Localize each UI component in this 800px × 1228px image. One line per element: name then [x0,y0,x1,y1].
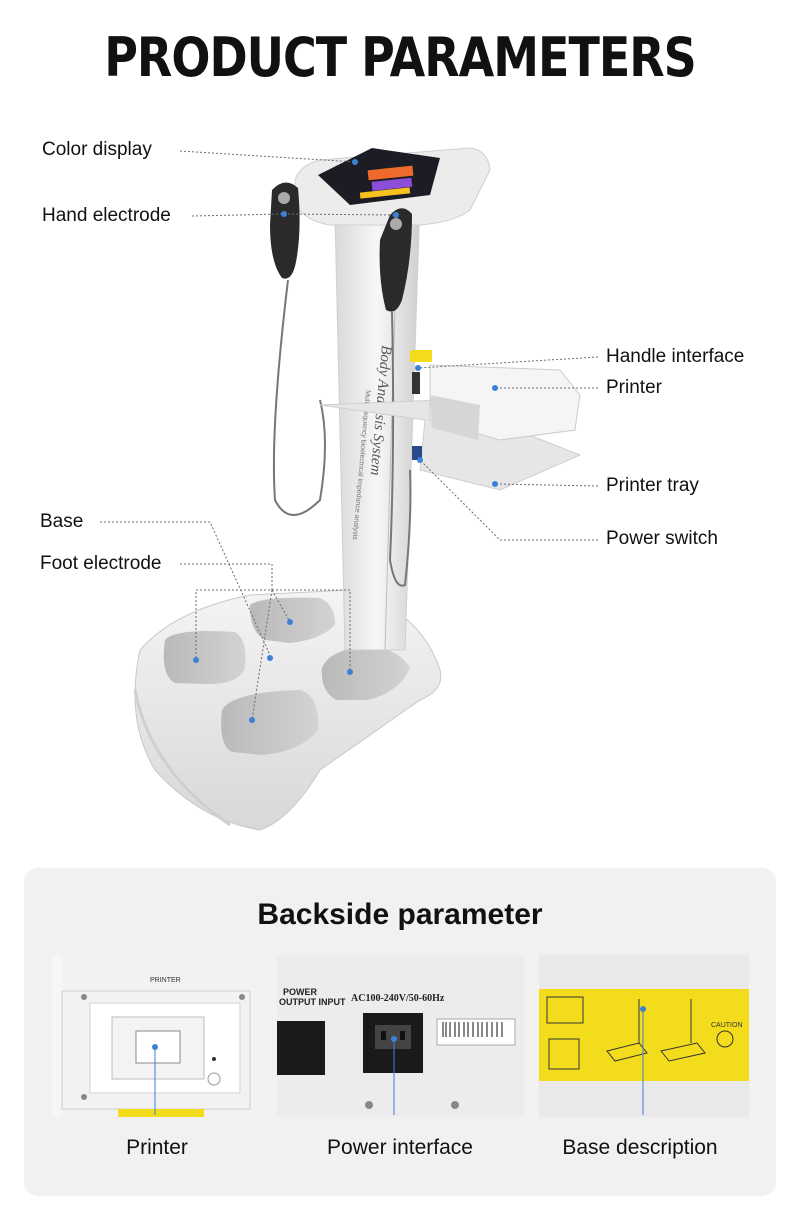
photo-power-interface: POWER OUTPUT INPUT AC100-240V/50-60Hz [277,955,524,1117]
foot-electrode-back-right [250,597,335,643]
dot-printer [492,385,498,391]
dot-foot-back-left [193,657,199,663]
dot-base [267,655,273,661]
dot-hand-electrode-right [393,212,399,218]
hand-electrode-right [379,208,412,312]
dot-color-display [352,159,358,165]
photo-label-power-interface: Power interface [327,1136,473,1159]
foot-electrode-back-left [163,631,246,685]
base-panel-text: CAUTION [711,1022,743,1029]
backside-title: Backside parameter [257,898,543,931]
photo-label-base-description: Base description [562,1136,718,1159]
dot-foot-back-right [287,619,293,625]
callout-printer-tray: Printer tray [606,475,699,496]
callout-handle-interface: Handle interface [606,346,745,367]
callout-leaders [100,150,599,723]
callout-color-display: Color display [42,139,152,160]
dot-foot-front-left [249,717,255,723]
callout-power-switch: Power switch [606,528,718,549]
page-title: PRODUCT PARAMETERS [104,25,697,89]
power-panel-text-2: OUTPUT INPUT [279,997,346,1007]
photo-base-description: CAUTION [539,955,749,1117]
callout-base: Base [40,511,84,532]
photo-printer: PRINTER [52,955,262,1117]
callout-hand-electrode: Hand electrode [42,205,171,226]
foot-electrode-front-right [321,646,410,700]
hand-electrode-left [270,182,300,279]
dot-handle-interface [415,365,421,371]
device-illustration: Body Analysis System Multi-frequency bio… [133,147,582,831]
power-panel-text-1: POWER [283,987,318,997]
dot-hand-electrode-left [281,211,287,217]
callout-foot-electrode: Foot electrode [40,553,162,574]
callout-printer: Printer [606,377,662,398]
dot-printer-tray [492,481,498,487]
printer-panel-text: PRINTER [150,977,181,984]
dot-power-switch [417,457,423,463]
power-panel-text-3: AC100-240V/50-60Hz [351,993,445,1004]
photo-label-printer: Printer [126,1136,188,1159]
dot-foot-front-right [347,669,353,675]
foot-electrode-front-left [221,690,319,755]
